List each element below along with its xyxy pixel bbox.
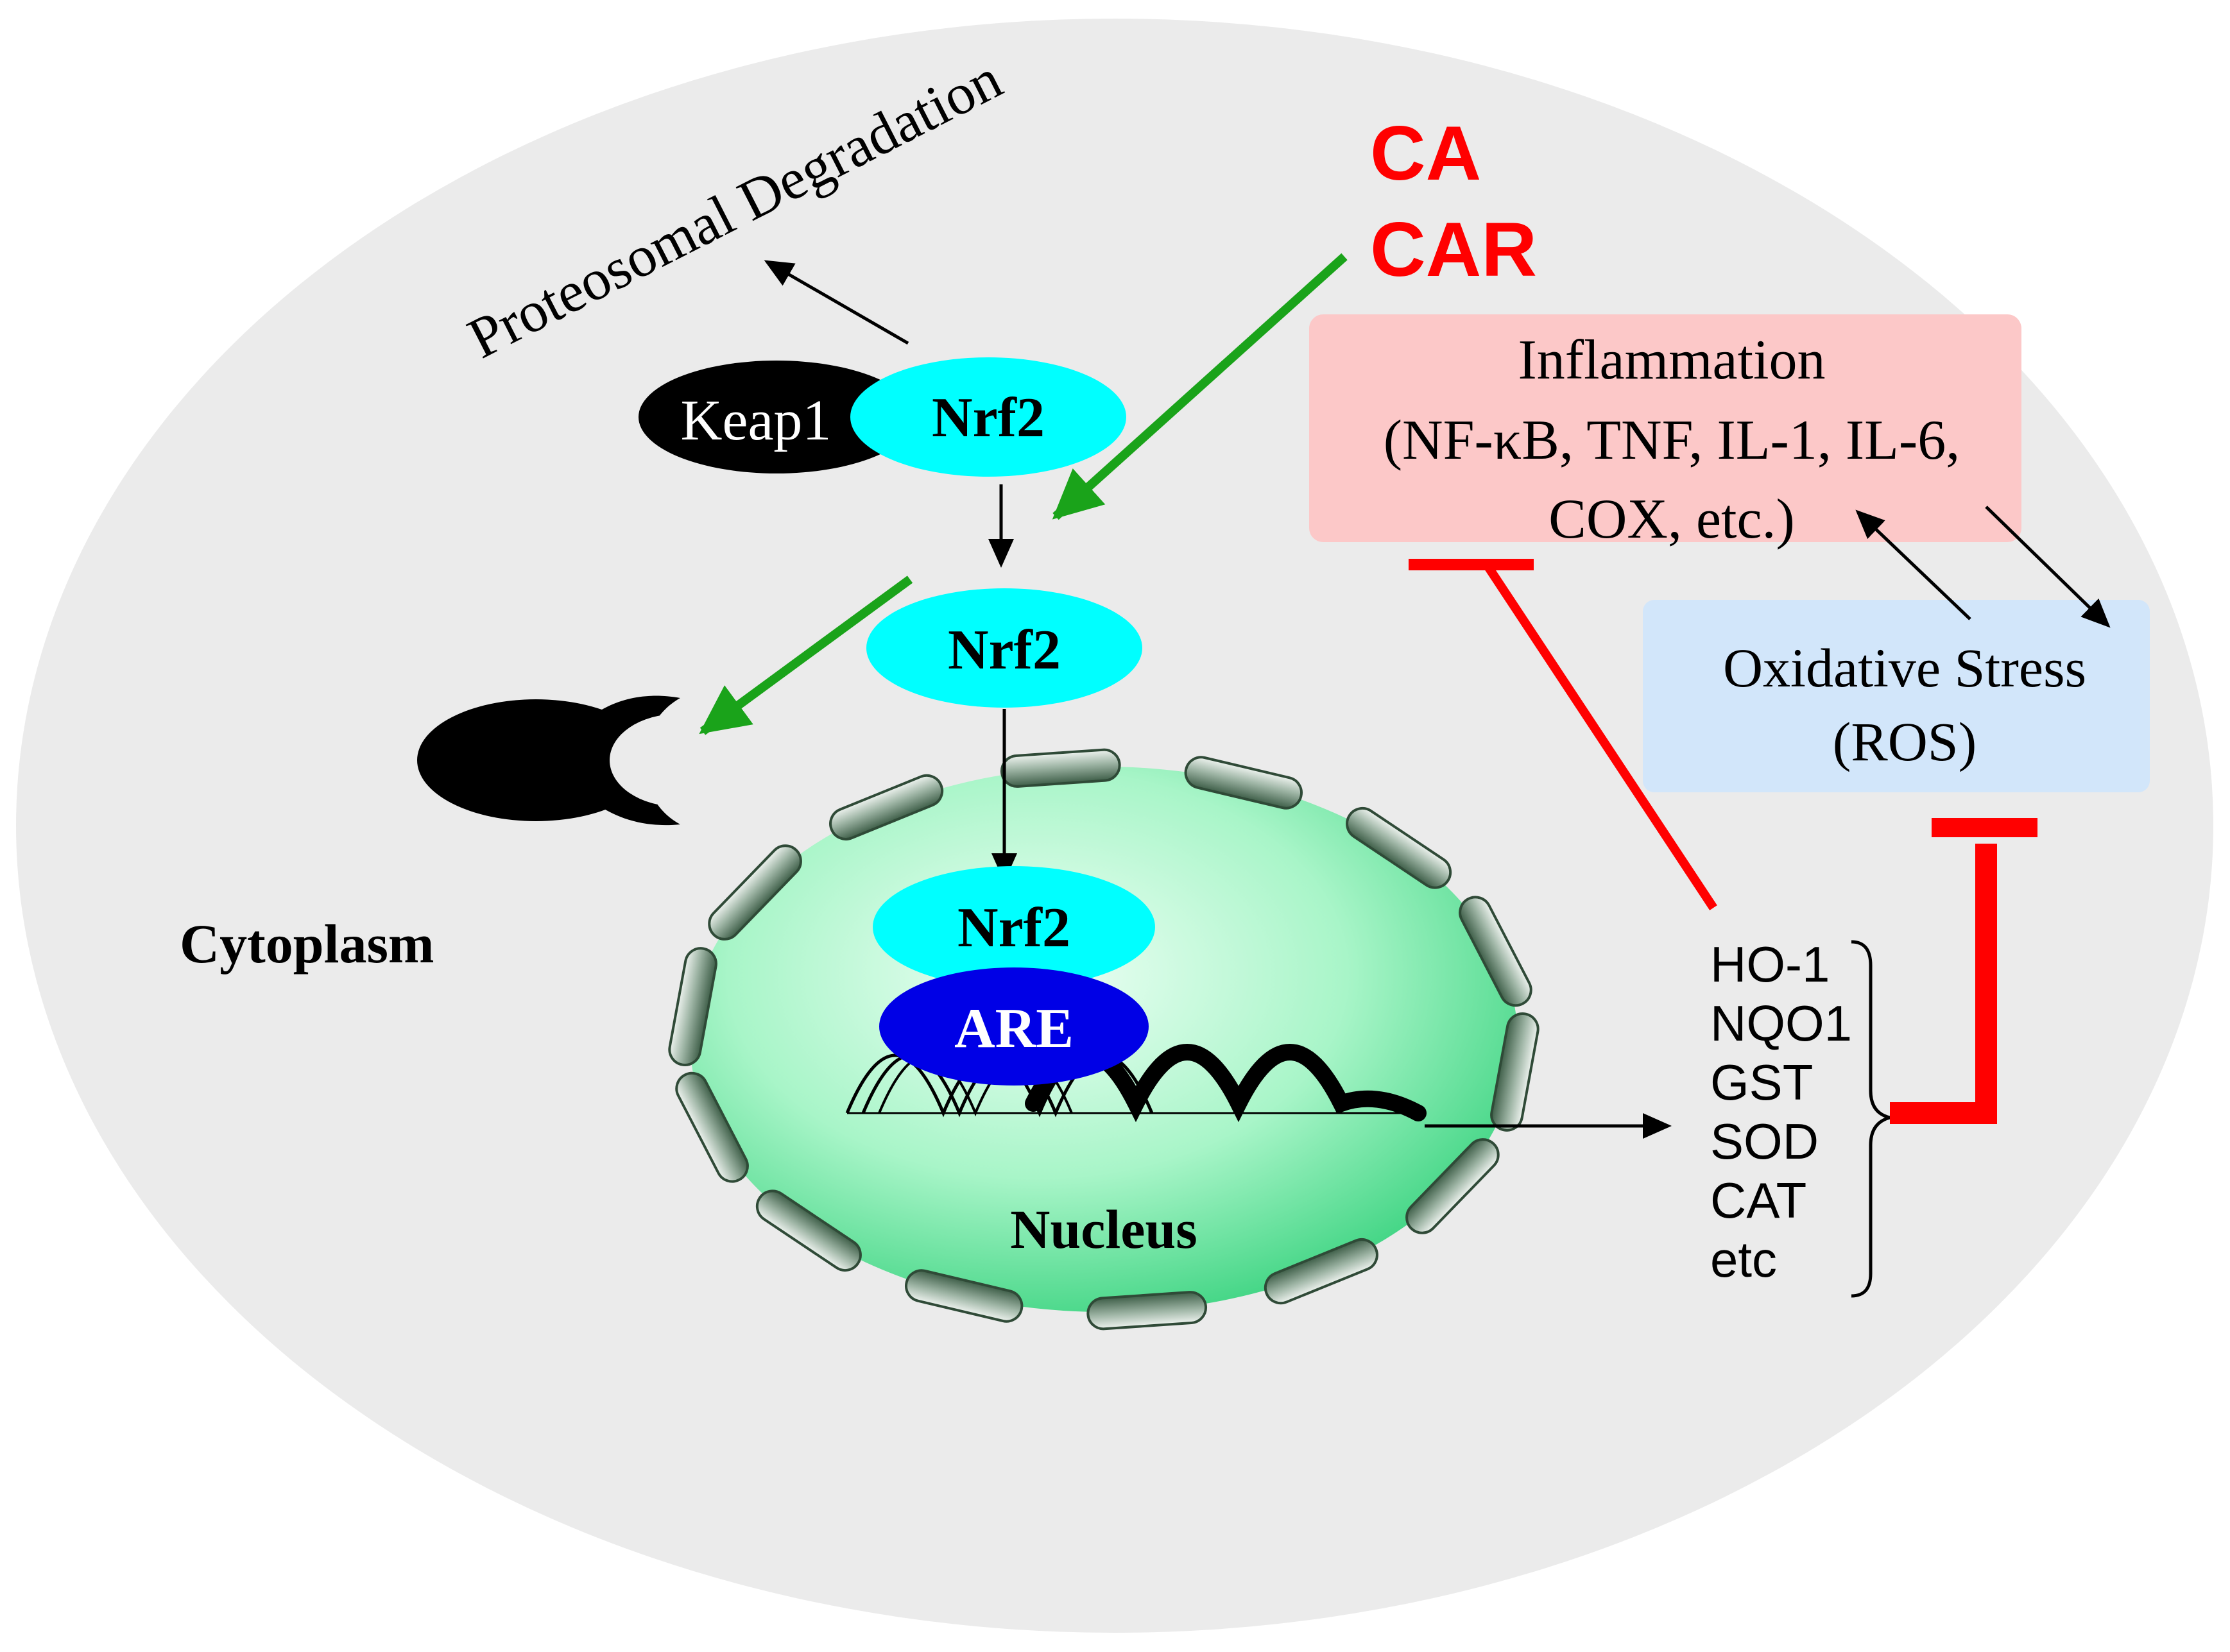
- inflammation-inhibition: [1409, 559, 1717, 910]
- ca-label: CA: [1370, 110, 1481, 196]
- nuclear-pore: [1086, 1291, 1208, 1331]
- nuclear-pore: [1459, 896, 1532, 1007]
- oxidative-stress-inhibition: [1890, 818, 2037, 1124]
- are-shape: [879, 967, 1149, 1086]
- nrf2-free-shape: [866, 588, 1142, 708]
- oxidative-stress-title: Oxidative Stress: [1723, 637, 2086, 699]
- inflammation-to-oxidative-arrow: [1985, 506, 2111, 628]
- nuclear-pore: [905, 1269, 1024, 1323]
- nuclear-envelope: [668, 748, 1540, 1331]
- inflammation-box: [1309, 314, 2021, 542]
- nuclear-pore: [1264, 1238, 1378, 1305]
- oxidative-stress-box: [1643, 600, 2150, 792]
- keap1-open-body: [417, 699, 655, 821]
- gene-item: NQO1: [1710, 995, 1852, 1052]
- nuclear-pore: [1346, 806, 1452, 889]
- keap1-shape: [639, 361, 914, 473]
- nrf2-complex-label: Nrf2: [932, 387, 1045, 449]
- keap1-label: Keap1: [681, 389, 832, 452]
- nrf2-nucleus-label: Nrf2: [957, 897, 1070, 959]
- ca-activation-arrow: [1052, 253, 1348, 520]
- keap1-open-notch: [610, 714, 744, 806]
- car-label: CAR: [1370, 207, 1537, 293]
- nuclear-pore: [1184, 756, 1303, 810]
- inflammation-mediators-cont: COX, etc.): [1548, 488, 1795, 550]
- nuclear-pore: [755, 1189, 862, 1272]
- nuclear-pore: [1405, 1138, 1500, 1234]
- cytoplasm-label: Cytoplasm: [180, 913, 434, 975]
- nrf2-complex-shape: [850, 357, 1126, 477]
- nuclear-pore: [1000, 748, 1121, 788]
- nrf2-nucleus-shape: [873, 866, 1155, 988]
- nuclear-pore: [668, 947, 717, 1066]
- inflammation-title: Inflammation: [1518, 329, 1826, 391]
- gene-item: GST: [1710, 1054, 1813, 1111]
- oxidative-stress-subtitle: (ROS): [1833, 711, 1977, 772]
- gene-item: SOD: [1710, 1113, 1819, 1170]
- nuclear-pore: [1490, 1012, 1540, 1132]
- nuclear-pore: [675, 1071, 749, 1183]
- gene-item: etc: [1710, 1231, 1777, 1288]
- gene-item: HO-1: [1710, 936, 1830, 992]
- nrf2-free-label: Nrf2: [948, 619, 1061, 681]
- degradation-arrow: [764, 260, 909, 345]
- gene-item: CAT: [1710, 1172, 1806, 1229]
- nuclear-pore: [829, 774, 944, 840]
- oxidative-to-inflammation-arrow: [1855, 509, 1971, 620]
- are-label: ARE: [954, 998, 1074, 1060]
- inflammation-mediators: (NF-κB, TNF, IL-1, IL-6,: [1384, 409, 1960, 472]
- keap1-dissociation-arrow: [699, 575, 913, 735]
- nuclear-pore: [708, 844, 802, 941]
- nucleus-label: Nucleus: [1010, 1198, 1197, 1260]
